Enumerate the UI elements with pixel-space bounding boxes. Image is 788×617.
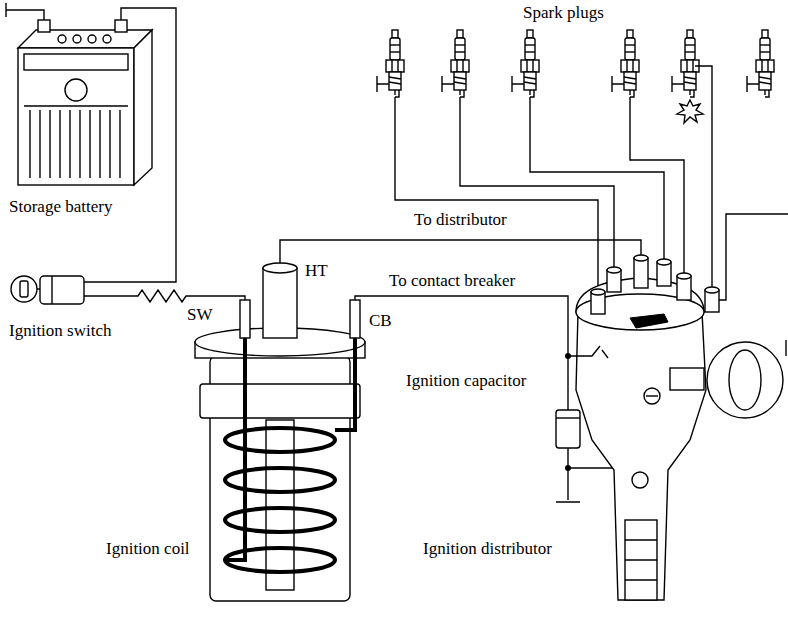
ignition-lead [695, 66, 712, 290]
capacitor [556, 448, 580, 502]
part-label: Ignition distributor [422, 540, 553, 558]
distributor [591, 289, 605, 295]
part-label: Ignition capacitor [405, 372, 527, 390]
capacitor [556, 410, 580, 448]
distributor [707, 342, 783, 418]
battery [18, 48, 134, 185]
ignition-coil [240, 300, 250, 338]
battery [134, 30, 152, 185]
spark-plug [747, 30, 774, 97]
part-label: To distributor [413, 211, 508, 229]
distributor [630, 314, 668, 328]
ignition-lead [355, 296, 568, 410]
spark-symbol [677, 100, 703, 123]
distributor [625, 520, 657, 600]
part-label: Ignition switch [8, 322, 112, 340]
battery [18, 30, 152, 48]
capacitor [556, 417, 580, 418]
distributor [644, 388, 660, 404]
ignition-switch [51, 276, 52, 304]
battery [24, 54, 128, 70]
distributor [785, 340, 786, 356]
ignition-coil [225, 468, 335, 492]
distributor [634, 258, 648, 288]
ignition-lead [395, 97, 598, 292]
spark-plug [442, 30, 469, 97]
capacitor [556, 346, 612, 502]
battery [58, 35, 66, 43]
ignition-coil [225, 338, 245, 560]
ignition-lead [460, 97, 614, 270]
part-label: To contact breaker [388, 272, 516, 290]
ignition-switch [11, 8, 245, 304]
ignition-switch [100, 8, 176, 282]
ignition-coil [266, 420, 294, 590]
part-label: Ignition coil [105, 540, 191, 558]
battery [103, 35, 111, 43]
part-label: Storage battery [8, 198, 113, 216]
ignition-coil [195, 263, 365, 601]
spark-plug [377, 30, 404, 97]
battery [65, 79, 87, 101]
spark-plug [672, 30, 699, 97]
spark-plug [377, 30, 774, 97]
ignition-lead [712, 214, 788, 300]
ignition-switch [20, 281, 28, 297]
spark-plug [512, 30, 539, 97]
ignition-switch [11, 276, 37, 302]
distributor [705, 287, 719, 293]
ignition-coil [263, 263, 297, 273]
distributor [607, 267, 621, 273]
distributor [576, 255, 786, 600]
ignition-lead [630, 97, 684, 276]
battery [30, 110, 120, 178]
ignition-coil [335, 338, 355, 430]
part-label: HT [304, 262, 329, 280]
ignition-coil [225, 428, 335, 452]
ignition-switch [40, 276, 84, 304]
battery [115, 20, 127, 32]
spark-plug [612, 30, 639, 97]
part-label: CB [368, 312, 393, 330]
battery [88, 35, 96, 43]
ignition-coil [350, 300, 360, 338]
battery [6, 3, 152, 185]
ignition-lead [280, 240, 641, 268]
distributor [670, 368, 704, 390]
battery [73, 35, 81, 43]
distributor [657, 259, 671, 265]
ignition-switch [37, 288, 40, 289]
battery [24, 105, 128, 106]
distributor [634, 255, 648, 261]
spark-symbol [677, 100, 703, 123]
battery [6, 3, 44, 20]
distributor [677, 273, 691, 279]
distributor [632, 472, 648, 488]
distributor [646, 395, 658, 396]
ignition-coil [200, 384, 360, 418]
part-label: SW [186, 306, 214, 324]
capacitor [568, 346, 608, 358]
part-label: Spark plugs [522, 4, 605, 22]
distributor [625, 540, 657, 580]
ignition-lead [530, 97, 664, 262]
ignition-coil [263, 268, 297, 338]
distributor [576, 312, 706, 600]
distributor [729, 350, 761, 410]
ignition-coil [225, 508, 335, 532]
capacitor [568, 467, 612, 468]
ignition-switch [100, 290, 245, 302]
ignition-switch [84, 282, 100, 296]
battery [38, 20, 50, 32]
